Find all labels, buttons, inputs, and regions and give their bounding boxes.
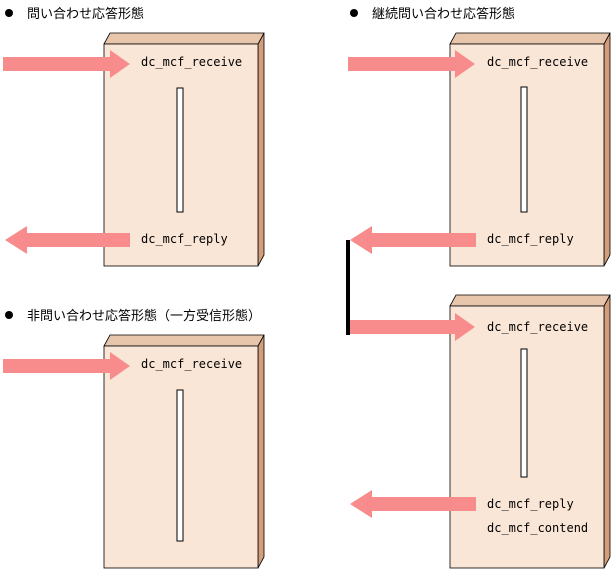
heading-noninquiry: 非問い合わせ応答形態（一方受信形態） xyxy=(5,305,261,324)
bullet-icon xyxy=(5,9,13,17)
arrow-receive-continuous xyxy=(348,50,475,78)
program-box-continuous-upper xyxy=(449,32,611,267)
program-box-inquiry xyxy=(103,32,265,267)
arrow-receive-noninquiry xyxy=(3,352,130,380)
arrow-reply-continuous-last xyxy=(350,490,476,518)
continuation-connector-line xyxy=(346,240,350,335)
arrow-reply-continuous xyxy=(350,226,476,254)
label-reply-continuous-last: dc_mcf_reply xyxy=(487,497,574,511)
bullet-icon xyxy=(350,9,358,17)
label-contend: dc_mcf_contend xyxy=(487,521,589,535)
arrow-reply-inquiry xyxy=(5,226,130,254)
program-box-continuous-lower xyxy=(449,294,611,569)
label-receive-noninquiry: dc_mcf_receive xyxy=(141,357,243,371)
label-receive-continuous: dc_mcf_receive xyxy=(487,55,589,69)
arrow-receive-continuous-next xyxy=(348,313,475,341)
label-reply-inquiry: dc_mcf_reply xyxy=(141,232,228,246)
bullet-icon xyxy=(5,311,13,319)
arrow-receive-inquiry xyxy=(3,50,130,78)
label-reply-continuous: dc_mcf_reply xyxy=(487,232,574,246)
heading-continuous: 継続問い合わせ応答形態 xyxy=(350,3,515,22)
label-receive-continuous-next: dc_mcf_receive xyxy=(487,320,589,334)
heading-inquiry: 問い合わせ応答形態 xyxy=(5,3,144,22)
program-box-noninquiry xyxy=(103,334,265,569)
label-receive-inquiry: dc_mcf_receive xyxy=(141,55,243,69)
